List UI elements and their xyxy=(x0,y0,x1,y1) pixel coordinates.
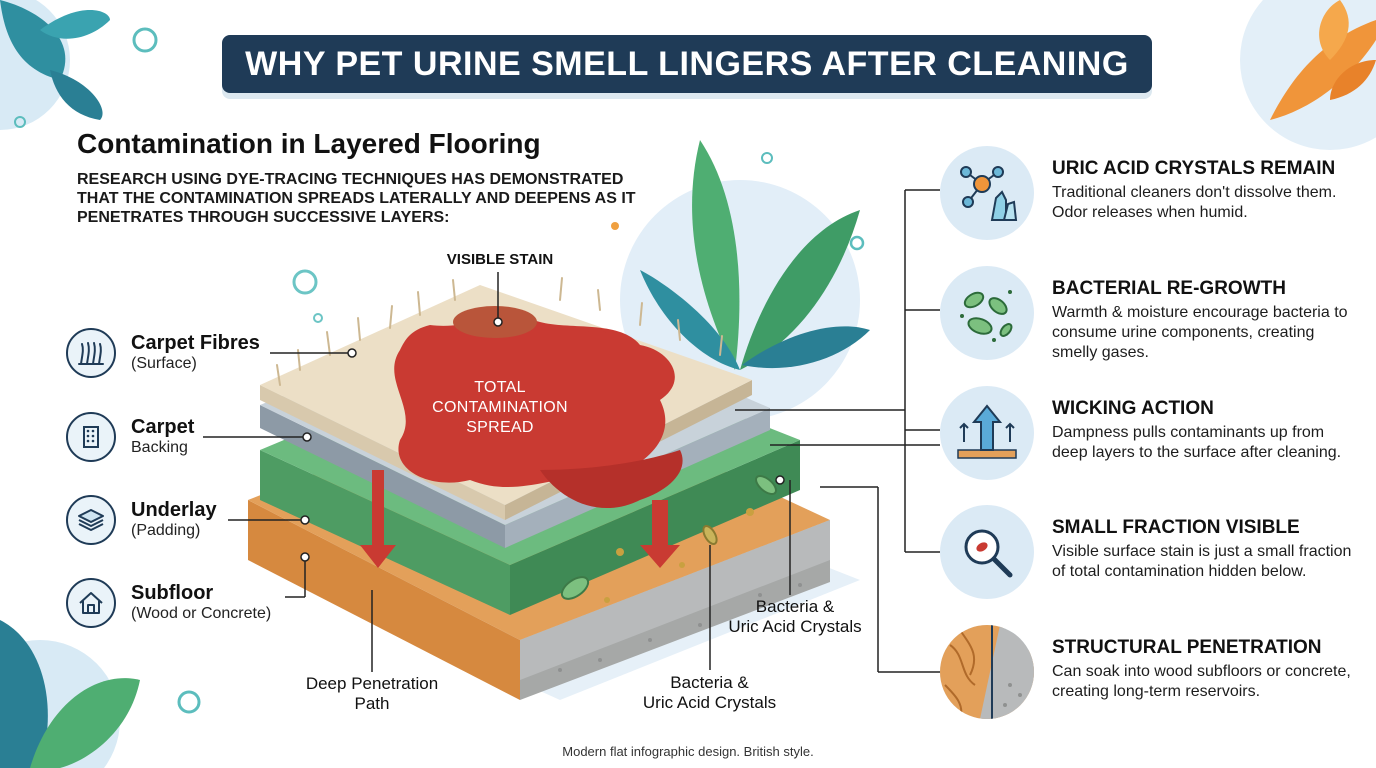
fact-connector-lines xyxy=(735,189,940,673)
page-title: WHY PET URINE SMELL LINGERS AFTER CLEANI… xyxy=(245,44,1129,83)
magnifier-icon xyxy=(940,505,1034,599)
footer-note: Modern flat infographic design. British … xyxy=(562,744,814,759)
section-title: Contamination in Layered Flooring xyxy=(77,128,541,159)
layers-icon xyxy=(66,495,116,545)
carpet-fibres-icon xyxy=(66,328,116,378)
penetration-arrow-right xyxy=(640,500,680,568)
legend-item-carpet-fibres: Carpet Fibres (Surface) xyxy=(66,328,260,378)
penetration-arrow-left xyxy=(360,470,396,568)
fact-small-fraction: SMALL FRACTION VISIBLE Visible surface s… xyxy=(940,505,1352,599)
total-contamination-label: TOTAL CONTAMINATION SPREAD xyxy=(432,379,568,436)
legend-item-carpet-backing: Carpet Backing xyxy=(66,412,194,462)
legend-leader-lines xyxy=(203,272,791,672)
fact-uric-acid: URIC ACID CRYSTALS REMAIN Traditional cl… xyxy=(940,146,1352,240)
bacteria-crystals-label-upper: Bacteria & Uric Acid Crystals xyxy=(728,597,862,636)
crystals-icon xyxy=(940,146,1034,240)
fact-bacterial-regrowth: BACTERIAL RE-GROWTH Warmth & moisture en… xyxy=(940,266,1352,363)
leaf-decoration-bottom-left xyxy=(0,620,140,768)
wicking-arrow-icon xyxy=(940,386,1034,480)
bacteria-markers xyxy=(560,475,777,603)
fact-structural-penetration: STRUCTURAL PENETRATION Can soak into woo… xyxy=(940,625,1352,719)
legend-item-subfloor: Subfloor (Wood or Concrete) xyxy=(66,578,271,628)
carpet-backing-icon xyxy=(66,412,116,462)
title-banner: WHY PET URINE SMELL LINGERS AFTER CLEANI… xyxy=(222,35,1152,93)
legend-item-underlay: Underlay (Padding) xyxy=(66,495,217,545)
leaf-decoration-top-left xyxy=(0,0,110,130)
wood-concrete-icon xyxy=(940,625,1034,719)
bacteria-crystals-label-lower: Bacteria & Uric Acid Crystals xyxy=(642,673,777,712)
visible-stain-label: VISIBLE STAIN xyxy=(446,251,554,268)
leaf-decoration-top-right xyxy=(1240,0,1376,150)
deep-penetration-label: Deep Penetration Path xyxy=(305,674,439,713)
section-description: RESEARCH USING DYE-TRACING TECHNIQUES HA… xyxy=(77,171,636,226)
house-icon xyxy=(66,578,116,628)
bacteria-icon xyxy=(940,266,1034,360)
fact-wicking-action: WICKING ACTION Dampness pulls contaminan… xyxy=(940,386,1352,480)
